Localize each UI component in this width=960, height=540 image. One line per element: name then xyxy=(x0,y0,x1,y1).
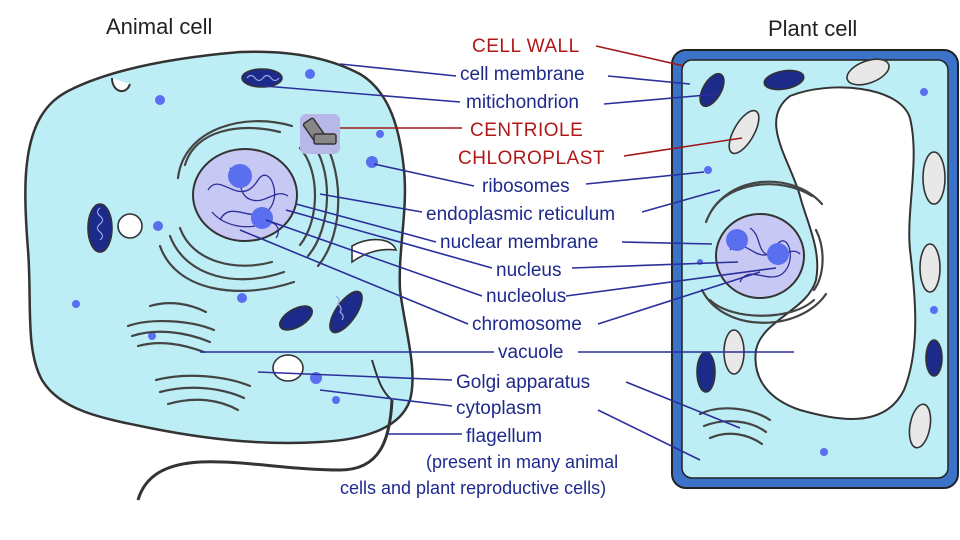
leader-lines xyxy=(200,45,794,461)
label-vacuole: vacuole xyxy=(498,342,564,363)
flagellum xyxy=(136,399,394,501)
plant-mitochondria xyxy=(696,69,943,393)
label-nucleolus: nucleolus xyxy=(486,286,566,307)
label-ribosomes: ribosomes xyxy=(482,176,570,197)
note-line-1: (present in many animal xyxy=(426,452,618,472)
label-cell-membrane: cell membrane xyxy=(460,64,585,85)
label-nucleus: nucleus xyxy=(496,260,562,281)
animal-golgi xyxy=(126,302,252,412)
note-line-2: cells and plant reproductive cells) xyxy=(340,478,606,498)
label-endoplasmic-reticulum: endoplasmic reticulum xyxy=(426,204,615,225)
plant-nucleolus xyxy=(726,229,748,251)
label-chromosome: chromosome xyxy=(472,314,582,335)
plant-vacuole xyxy=(754,86,917,420)
animal-cell xyxy=(24,50,414,501)
label-mitochondrion: mitichondrion xyxy=(466,92,579,113)
plant-chloroplasts xyxy=(723,58,946,449)
labels: CELL WALL cell membrane mitichondrion CE… xyxy=(340,36,618,498)
plant-cell-title: Plant cell xyxy=(768,16,857,41)
label-nuclear-membrane: nuclear membrane xyxy=(440,232,598,253)
label-flagellum: flagellum xyxy=(466,426,542,447)
animal-cell-title: Animal cell xyxy=(106,14,212,39)
animal-mitochondria xyxy=(87,68,363,334)
label-cytoplasm: cytoplasm xyxy=(456,398,542,419)
centriole xyxy=(302,117,337,145)
label-golgi-apparatus: Golgi apparatus xyxy=(456,372,590,393)
label-cell-wall: CELL WALL xyxy=(472,36,580,57)
plant-golgi xyxy=(698,407,772,446)
label-chloroplast: CHLOROPLAST xyxy=(458,148,605,169)
plant-er xyxy=(700,180,828,324)
animal-nucleolus xyxy=(228,164,252,188)
plant-cell xyxy=(671,49,959,489)
label-centriole: CENTRIOLE xyxy=(470,120,583,141)
